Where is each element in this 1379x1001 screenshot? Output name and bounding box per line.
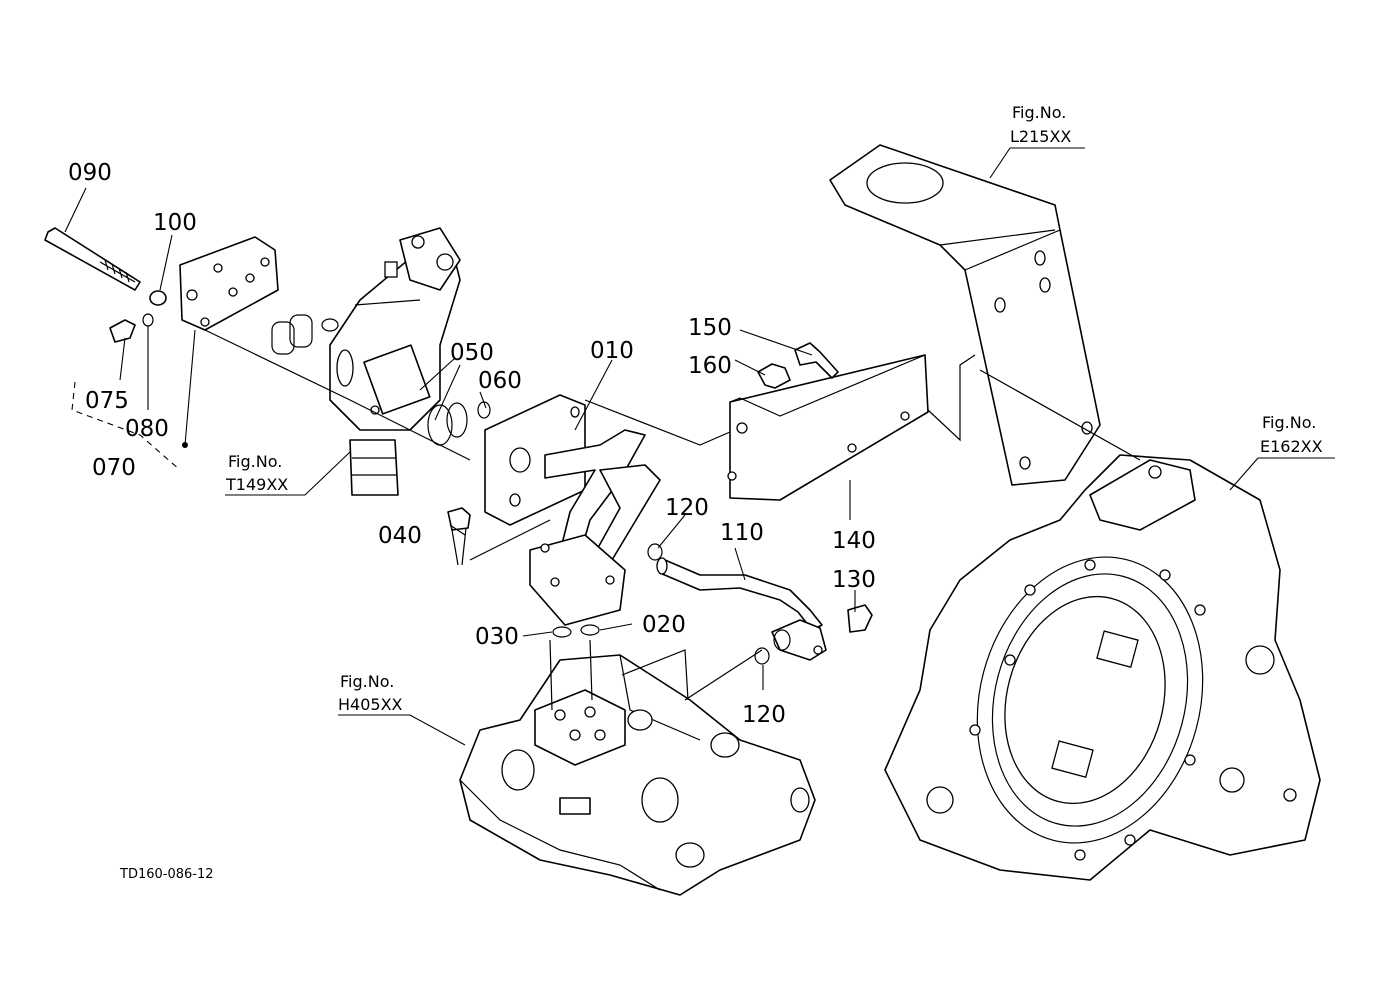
label-030: 030 [475,624,519,650]
figref-t149-line2: T149XX [225,475,288,494]
label-120-upper: 120 [665,495,709,521]
label-100: 100 [153,210,197,236]
label-075: 075 [85,388,129,414]
label-020: 020 [642,612,686,638]
label-130: 130 [832,567,876,593]
label-070: 070 [92,455,136,481]
lower-pipe-flange [529,534,626,626]
figref-t149-line1: Fig.No. [228,452,282,471]
label-140: 140 [832,528,876,554]
figref-e162-line1: Fig.No. [1262,413,1316,432]
pipe-support-140 [727,354,929,501]
figref-e162-line2: E162XX [1260,437,1323,456]
label-010: 010 [590,338,634,364]
pipe-110 [647,543,873,665]
pipe-flange-010 [484,394,661,561]
bolt-090 [44,227,167,343]
o-rings-030-020 [552,624,600,638]
figref-h405-line1: Fig.No. [340,672,394,691]
label-110: 110 [720,520,764,546]
label-040: 040 [378,523,422,549]
label-120-lower: 120 [742,702,786,728]
drawing-code: TD160-086-12 [119,867,214,882]
cover-plate [179,236,279,331]
hydraulic-cylinder-block [459,654,816,896]
label-150: 150 [688,315,732,341]
label-160: 160 [688,353,732,379]
leader-lines [64,147,1335,746]
part-labels: 090 100 075 080 070 050 060 010 040 120 … [68,160,876,728]
figure-references: Fig.No. T149XX Fig.No. H405XX Fig.No. L2… [225,103,1323,714]
label-090: 090 [68,160,112,186]
label-050: 050 [450,340,494,366]
figref-l215-line2: L215XX [1010,127,1071,146]
control-valve [329,227,461,496]
figref-h405-line2: H405XX [338,695,403,714]
transmission-housing [884,454,1321,881]
label-080: 080 [125,416,169,442]
bolts-150-160 [757,342,839,389]
screw-040 [447,507,471,566]
label-060: 060 [478,368,522,394]
figref-l215-line1: Fig.No. [1012,103,1066,122]
